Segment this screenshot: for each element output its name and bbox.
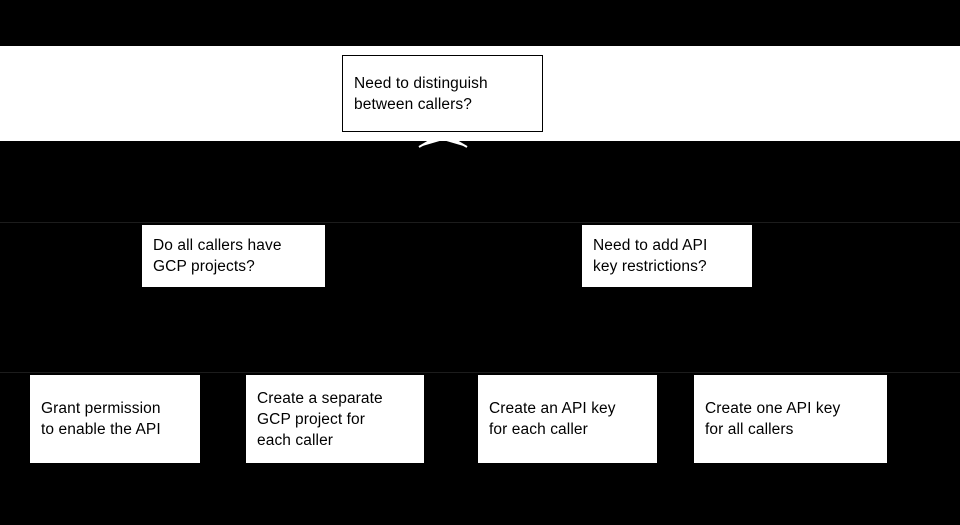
node-action-grant-permission-label: Grant permission to enable the API [41, 400, 161, 438]
node-action-key-per-caller[interactable]: Create an API key for each caller [478, 375, 657, 463]
node-root-decision-label: Need to distinguish between callers? [354, 74, 488, 113]
node-decision-api-key-restrictions[interactable]: Need to add API key restrictions? [582, 225, 752, 287]
node-action-one-key-all-label: Create one API key for all callers [705, 400, 841, 438]
node-action-grant-permission[interactable]: Grant permission to enable the API [30, 375, 200, 463]
node-action-key-per-caller-label: Create an API key for each caller [489, 400, 616, 438]
node-decision-api-key-restrictions-label: Need to add API key restrictions? [593, 237, 708, 275]
node-action-separate-project[interactable]: Create a separate GCP project for each c… [246, 375, 424, 463]
arrow-root-down-icon [418, 132, 468, 148]
node-decision-gcp-projects-label: Do all callers have GCP projects? [153, 237, 282, 275]
node-decision-gcp-projects[interactable]: Do all callers have GCP projects? [142, 225, 325, 287]
chevron-up-arrowhead-icon [418, 132, 468, 148]
node-action-one-key-all[interactable]: Create one API key for all callers [694, 375, 887, 463]
reveal-hairline-row-3 [0, 372, 960, 373]
reveal-hairline-row-2 [0, 222, 960, 223]
node-action-separate-project-label: Create a separate GCP project for each c… [257, 389, 383, 449]
node-root-decision[interactable]: Need to distinguish between callers? [342, 55, 543, 132]
